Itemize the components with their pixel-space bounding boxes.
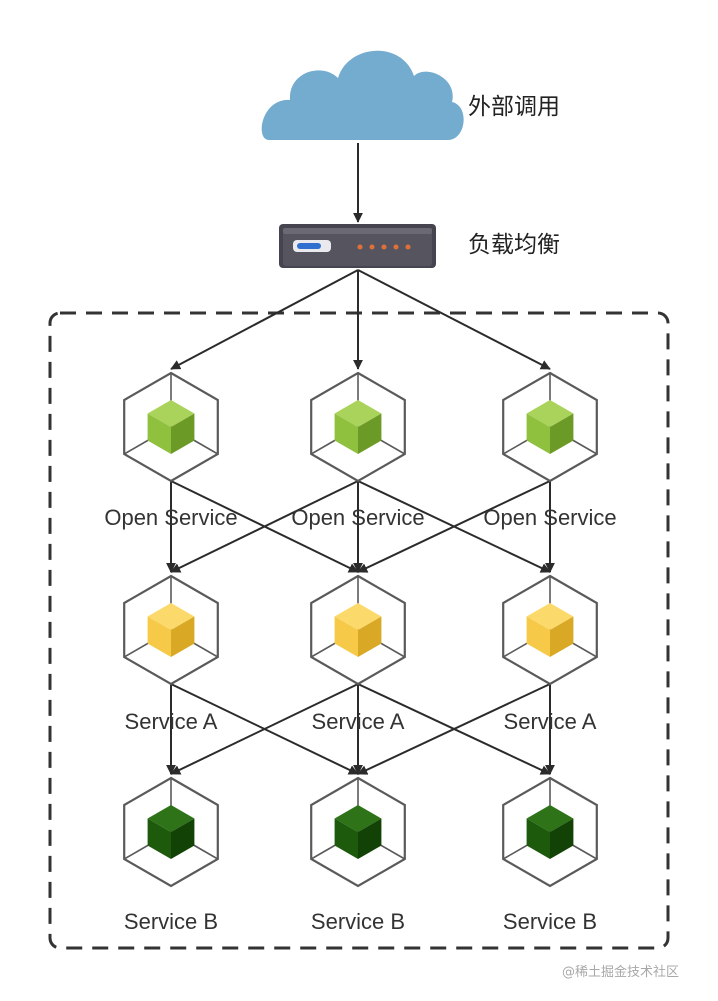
green-cube-icon <box>310 371 406 483</box>
service-nodes: Open Service Open Service Open ServiceServ… <box>104 371 617 934</box>
yellow-cube-icon <box>310 574 406 686</box>
cloud-icon <box>261 50 464 140</box>
dark-green-cube-icon <box>310 776 406 888</box>
connection-arrows <box>166 143 555 775</box>
watermark-text: @稀土掘金技术社区 <box>562 964 679 980</box>
arrow-tier1-3-to-tier2-2 <box>357 480 551 573</box>
arrow-tier2-2-to-tier3-1 <box>170 683 359 775</box>
yellow-cube-icon <box>502 574 598 686</box>
dark-green-cube-icon <box>502 776 598 888</box>
arrow-tier1-2-to-tier2-1 <box>170 480 359 573</box>
service-label: Service A <box>125 709 218 734</box>
green-cube-icon <box>123 371 219 483</box>
green-cube-icon <box>502 371 598 483</box>
arrow-lb-to-open-service-1 <box>170 269 359 370</box>
yellow-cube-icon <box>123 574 219 686</box>
arrow-tier2-3-to-tier3-2 <box>357 683 551 775</box>
service-label: Open Service <box>483 505 616 530</box>
service-label: Service B <box>503 909 597 934</box>
cloud-label: 外部调用 <box>468 94 560 120</box>
service-label: Service B <box>311 909 405 934</box>
dark-green-cube-icon <box>123 776 219 888</box>
service-label: Service B <box>124 909 218 934</box>
load-balancer-icon <box>279 224 436 268</box>
load-balancer-label: 负载均衡 <box>468 232 560 258</box>
service-label: Service A <box>504 709 597 734</box>
service-label: Open Service <box>291 505 424 530</box>
service-label: Service A <box>312 709 405 734</box>
service-label: Open Service <box>104 505 237 530</box>
arrow-lb-to-open-service-3 <box>357 269 551 370</box>
